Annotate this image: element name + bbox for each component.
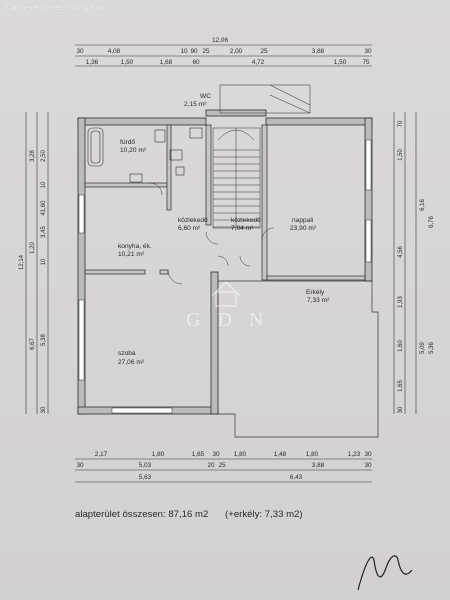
bathtub [87,127,104,167]
room-bath-area: 10,20 m² [120,147,147,154]
dim-right-col1: 70 [398,120,404,127]
dim-left-col1: 10 [41,181,47,188]
dim-bottom-row1: 1,80 [306,451,319,458]
dim-left-col1: 5,38 [41,334,47,346]
watermark-logo: G D N [186,309,269,331]
dim-top-row2: 1,36 [86,59,99,66]
dim-bottom-row1: 30 [364,451,372,458]
balcony-outline [218,280,379,438]
bottom-dimension-lines [75,458,372,483]
area-summary: alapterület összesen: 87,16 m2 (+erkély:… [75,509,317,520]
dim-left-col1: 41,60 [41,200,47,216]
dim-top-row2: 4,72 [252,59,265,66]
room-bedroom-name: szoba [118,350,136,357]
dim-left-col1: 2,50 [41,150,47,162]
dim-right-col1: 30 [398,406,404,413]
room-hall1-area: 6,60 m² [178,225,201,232]
summary-total: alapterület összesen: 87,16 m2 [75,509,209,520]
dim-bottom-row1: 1,23 [348,451,361,458]
dim-top-row1: 2,00 [230,48,243,55]
dim-top-row1: 25 [202,48,210,55]
dim-right-col2: 5,09 [420,342,426,354]
dim-right-col1: 1,93 [398,296,404,308]
room-living-name: nappali [292,217,314,224]
dim-bottom-row1: 1,65 [192,451,205,458]
summary-balcony: (+erkély: 7,33 m2) [225,509,303,520]
staircase [212,127,261,229]
dim-right-col1: 1,60 [398,340,404,352]
room-kitchen-name: konyha, ék. [118,243,152,250]
room-living-area: 23,90 m² [290,225,317,232]
dim-left-col1: 3,45 [41,226,47,238]
dim-bottom-row1: 1,80 [234,451,247,458]
top-dimension-lines [75,44,372,67]
room-wc-name: WC [200,93,211,100]
dim-top-row1: 10 [180,48,188,55]
dim-left-col2: 3,28 [30,150,36,162]
watermark-house-icon [211,281,241,307]
room-balcony-area: 7,33 m² [307,297,330,304]
dim-bottom-row1: 2,17 [95,451,108,458]
dim-right-col1: 1,65 [398,380,404,392]
wc-roof [219,84,311,114]
dim-bottom-row3: 5,63 [139,474,152,481]
left-dimension-lines [25,112,49,414]
dim-bottom-row2: 30 [76,462,84,469]
dim-left-col1: 10 [41,258,47,265]
dim-bottom-row1: 30 [212,451,220,458]
dim-right-col2: 6,76 [429,216,435,228]
room-bath-name: fürdő [120,139,135,146]
dim-left-col2: 6,67 [30,338,36,350]
dim-bottom-row1: 1,48 [274,451,287,458]
room-balcony-name: Erkély [306,289,325,296]
dim-top-total: 12,06 [212,37,228,44]
room-wc-area: 2,15 m² [184,101,207,108]
room-hall1-name: közlekedő [178,217,208,224]
signature-icon [357,555,413,591]
dim-bottom-row2: 20 [207,462,215,469]
dim-left-col2: 1,20 [30,242,36,254]
room-labels: WC 2,15 m² fürdő 10,20 m² közlekedő 6,60… [118,93,330,366]
watermark-text: @lakberendeles.hu/ingatlan [2,3,107,12]
room-hall2-name: közlekedő [231,217,261,224]
bath-fixtures [129,127,203,183]
dim-bottom-row2: 25 [218,462,226,469]
dim-bottom-row2: 3,88 [312,462,325,469]
exterior-walls [77,109,373,415]
room-kitchen-area: 10,21 m² [118,251,145,258]
dim-right-col1: 1,50 [398,149,404,161]
dim-top-row1: 90 [190,48,198,55]
dim-right-col1: 4,56 [398,246,404,258]
interior-walls [84,124,366,281]
dim-top-row1: 3,88 [312,48,325,55]
dim-bottom-row1: 1,80 [152,451,165,458]
dim-bottom-row2: 5,03 [139,462,152,469]
dim-top-row2: 1,50 [334,59,347,66]
dim-bottom-row3: 6,43 [290,474,303,481]
windows [78,139,372,414]
doors [149,182,275,285]
dim-bottom-row2: 30 [364,462,372,469]
dim-right-col2: 6,16 [420,199,426,211]
room-bedroom-area: 27,06 m² [118,359,145,366]
dim-left-total: 12,14 [19,254,25,270]
dim-top-row1: 25 [260,48,268,55]
dim-left-col1: 30 [41,406,47,413]
dim-top-row1: 4,08 [108,48,121,55]
dim-top-row1: 30 [76,48,84,55]
dim-right-col2: 5,36 [429,342,435,354]
dim-top-row2: 1,50 [121,59,134,66]
room-hall2-area: 7,04 m² [231,225,254,232]
dim-top-row2: 1,68 [160,59,173,66]
dim-top-row1: 30 [364,48,372,55]
right-dimension-lines [393,112,417,414]
dim-top-row2: 60 [192,59,200,66]
dim-top-row2: 75 [362,59,370,66]
